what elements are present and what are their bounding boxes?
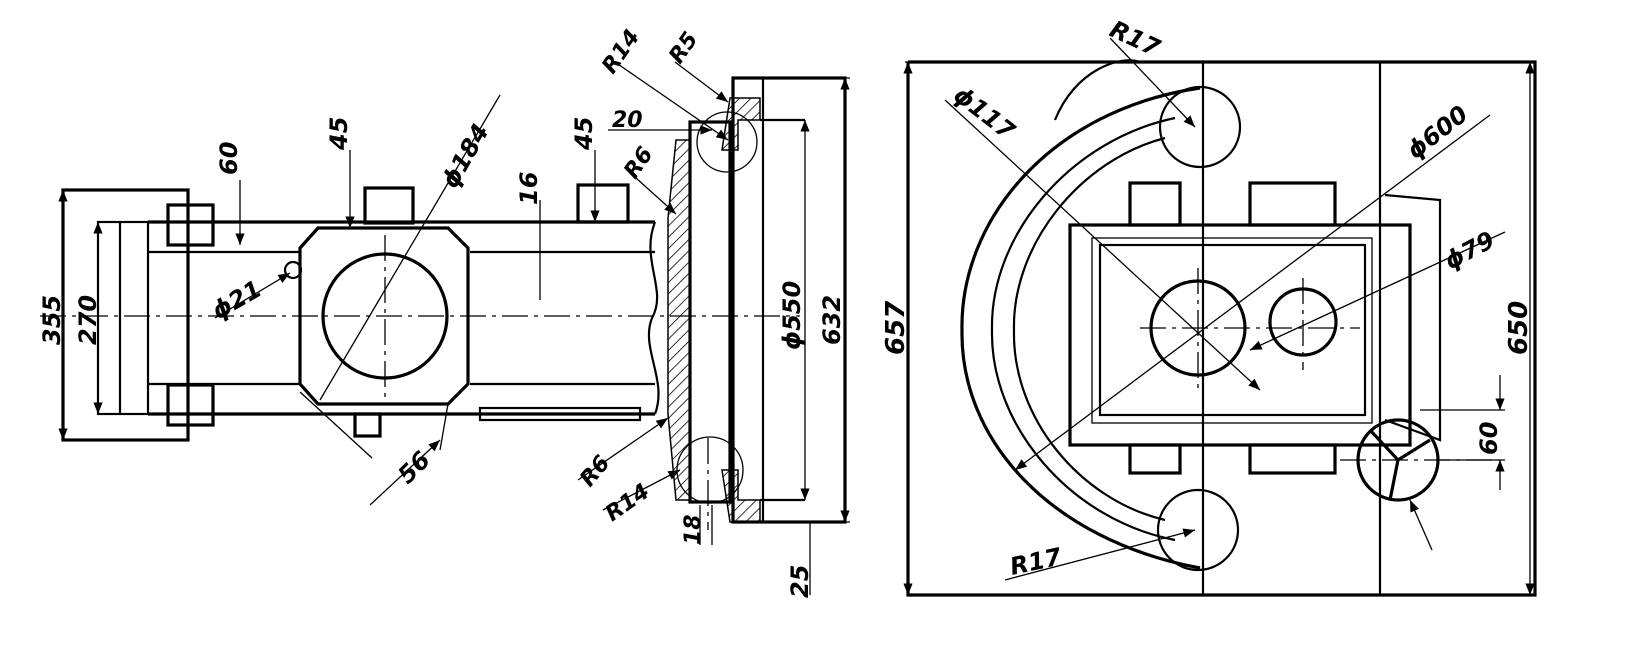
end-cap-weld-hatch	[667, 139, 691, 501]
base-strip	[478, 406, 642, 422]
dim-r5: R5	[664, 28, 703, 69]
dim-20: 20	[612, 108, 643, 133]
lug-top-left	[166, 203, 215, 247]
left-flange-inner	[96, 220, 150, 416]
leader-r6b	[577, 417, 669, 481]
leader-triangle	[1409, 499, 1433, 551]
dim-18: 18	[681, 514, 706, 545]
dim-45b: 45	[570, 117, 598, 151]
dim-60-front: 60	[215, 142, 243, 175]
r17-circle-top	[1158, 85, 1242, 169]
dim-657: 657	[881, 300, 911, 355]
inner-arc-a	[990, 116, 1176, 542]
cylinder-bore-lines	[148, 250, 655, 386]
dim-650: 650	[1504, 301, 1534, 355]
top-lug-2	[1248, 181, 1337, 227]
side-view: R17 ϕ117 ϕ600 ϕ79 657 650 60 R17	[881, 15, 1537, 597]
dim-56-line	[369, 439, 441, 506]
dim-45a: 45	[325, 117, 353, 151]
top-boss-arc	[1053, 59, 1141, 121]
front-view: 355 270 60 45 45 ϕ184 16 ϕ21 56 R14 R5 2…	[38, 25, 850, 598]
bottom-lug-2	[1248, 443, 1337, 475]
bottom-weld-hatch	[721, 469, 761, 523]
inner-arc-b	[1012, 136, 1166, 522]
dim-25: 25	[786, 565, 814, 598]
dim-632: 632	[818, 295, 846, 345]
dim-60-side: 60	[1475, 422, 1503, 455]
dim-phi21: ϕ21	[207, 275, 266, 326]
dim-r14b: R14	[601, 479, 654, 527]
dim-r14a: R14	[597, 25, 645, 78]
motor-box-outer	[1068, 223, 1412, 447]
leader-phi21	[214, 272, 291, 319]
leader-r17b	[1004, 528, 1196, 581]
dim-270: 270	[74, 295, 102, 345]
dim-r6a: R6	[619, 143, 658, 184]
dim-phi550: ϕ550	[778, 281, 806, 350]
leader-r17a	[1109, 37, 1196, 128]
right-bracket	[1384, 193, 1442, 442]
lug-top-right	[576, 183, 630, 224]
leader-phi600	[1014, 114, 1491, 471]
end-cap	[688, 120, 732, 504]
break-line	[647, 221, 660, 415]
outer-arc-600	[960, 86, 1201, 570]
lug-top-mid	[363, 186, 415, 225]
leader-r6a	[635, 177, 677, 215]
r17-circle-bottom	[1156, 488, 1240, 572]
dim-r17-bottom: R17	[1007, 543, 1064, 581]
dim-r6b: R6	[575, 451, 615, 492]
lug-bottom-mid	[353, 412, 382, 438]
bottom-lug-1	[1128, 443, 1182, 475]
small-hole-21	[283, 260, 303, 280]
top-lug-1	[1128, 181, 1182, 227]
leader-r14b	[602, 469, 681, 511]
dim-phi79: ϕ79	[1440, 226, 1500, 275]
top-weld-hatch	[721, 97, 761, 151]
leader-phi79	[1249, 231, 1506, 351]
dim-56-ext-b	[439, 403, 449, 451]
dim-r17-top: R17	[1105, 15, 1164, 62]
leader-phi184	[319, 94, 501, 401]
dim-56: 56	[392, 446, 435, 489]
lug-bottom-left	[166, 383, 215, 427]
dim-16: 16	[515, 172, 543, 205]
motor-box-inner	[1098, 243, 1367, 417]
dim-56-ext-a	[299, 391, 373, 459]
motor-box-mid	[1091, 237, 1373, 424]
leader-r5	[674, 61, 729, 103]
detail-circle-top	[696, 111, 758, 173]
dim-355: 355	[38, 295, 66, 345]
leader-phi117	[944, 99, 1261, 391]
dim-phi184: ϕ184	[436, 119, 495, 193]
